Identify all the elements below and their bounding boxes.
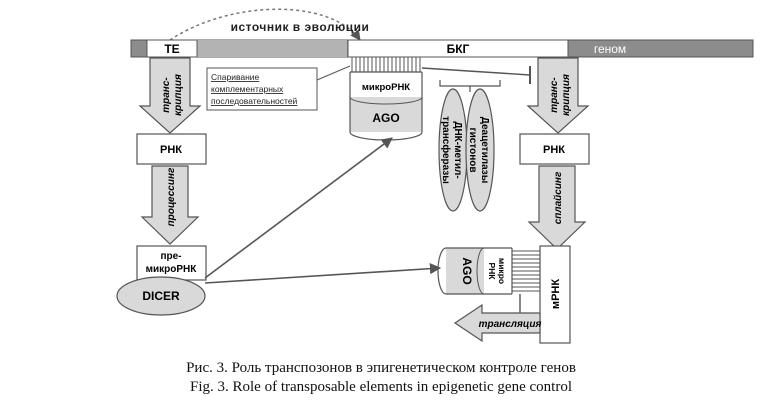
pre-mirna-label-2: микроРНК [146,264,198,275]
bkg-segment [347,39,569,58]
evolution-source-arc [169,8,361,41]
pairing-note-box [206,67,318,111]
evolution-source-label: источник в эволюции [231,20,370,34]
dicer-ellipse [116,276,206,316]
right-rna-box [519,133,590,165]
right-rna-label: РНК [543,144,565,156]
bkg-label: БКГ [447,42,470,56]
center-ago-label: AGO [372,111,399,125]
genome-label: геном [594,42,626,56]
left-transcription-arrow: транс- крипция [138,57,202,134]
svg-text:трансляция: трансляция [479,319,542,330]
mrna-box [539,245,571,344]
splicing-arrow: сплайсинг [527,165,587,250]
svg-text:РНК: РНК [487,263,497,281]
inhibition-line [421,67,531,76]
histone-deacetylase-ellipse: Деацетилазы гистонов [465,88,495,212]
ago-mirna-complex: микроРНК AGO [349,57,423,141]
translation-arrow: трансляция [453,303,542,343]
ago-mirna-complex-lower: микро РНК AGO [437,247,540,319]
svg-text:крипция: крипция [561,74,572,116]
svg-text:транс-: транс- [549,77,560,113]
caption-ru: Рис. 3. Роль транспозонов в эпигенетичес… [186,360,576,376]
caption-en: Fig. 3. Role of transposable elements in… [190,379,572,395]
mirna-ticks [351,57,421,72]
right-transcription-arrow: транс- крипция [526,57,590,134]
left-rna-box [136,133,207,165]
dicer-to-ago-arrow [204,137,393,279]
svg-text:микро: микро [497,258,507,284]
enzyme-bracket [439,80,501,92]
dicer-label: DICER [142,289,180,303]
dicer-to-ago2-arrow [204,263,442,284]
processing-arrow: процессинг [140,165,200,245]
svg-text:Спаривание: Спаривание [211,72,260,82]
svg-text:крипция: крипция [173,74,184,116]
svg-text:процессинг: процессинг [166,167,177,226]
svg-text:комплементарных: комплементарных [211,84,284,94]
svg-text:ДНК-метил-: ДНК-метил- [452,121,463,178]
svg-text:гистонов: гистонов [467,127,478,172]
te-label: TE [164,42,179,56]
pre-mirna-label-1: пре- [160,251,181,262]
svg-text:транс-: транс- [161,77,172,113]
svg-text:трансферазы: трансферазы [440,116,452,184]
svg-text:последовательностей: последовательностей [211,96,298,106]
svg-text:AGO: AGO [460,257,474,284]
left-rna-label: РНК [160,144,182,156]
pre-mirna-box [136,245,207,281]
svg-text:Деацетилазы: Деацетилазы [479,117,490,184]
svg-text:сплайсинг: сплайсинг [553,171,564,224]
center-mirna-label: микроРНК [362,82,410,93]
mrna-label: мРНК [550,279,562,309]
genome-bar: TE БКГ геном [130,39,754,58]
te-segment [146,39,198,58]
dna-methyltransferase-ellipse: ДНК-метил- трансферазы [438,88,468,212]
